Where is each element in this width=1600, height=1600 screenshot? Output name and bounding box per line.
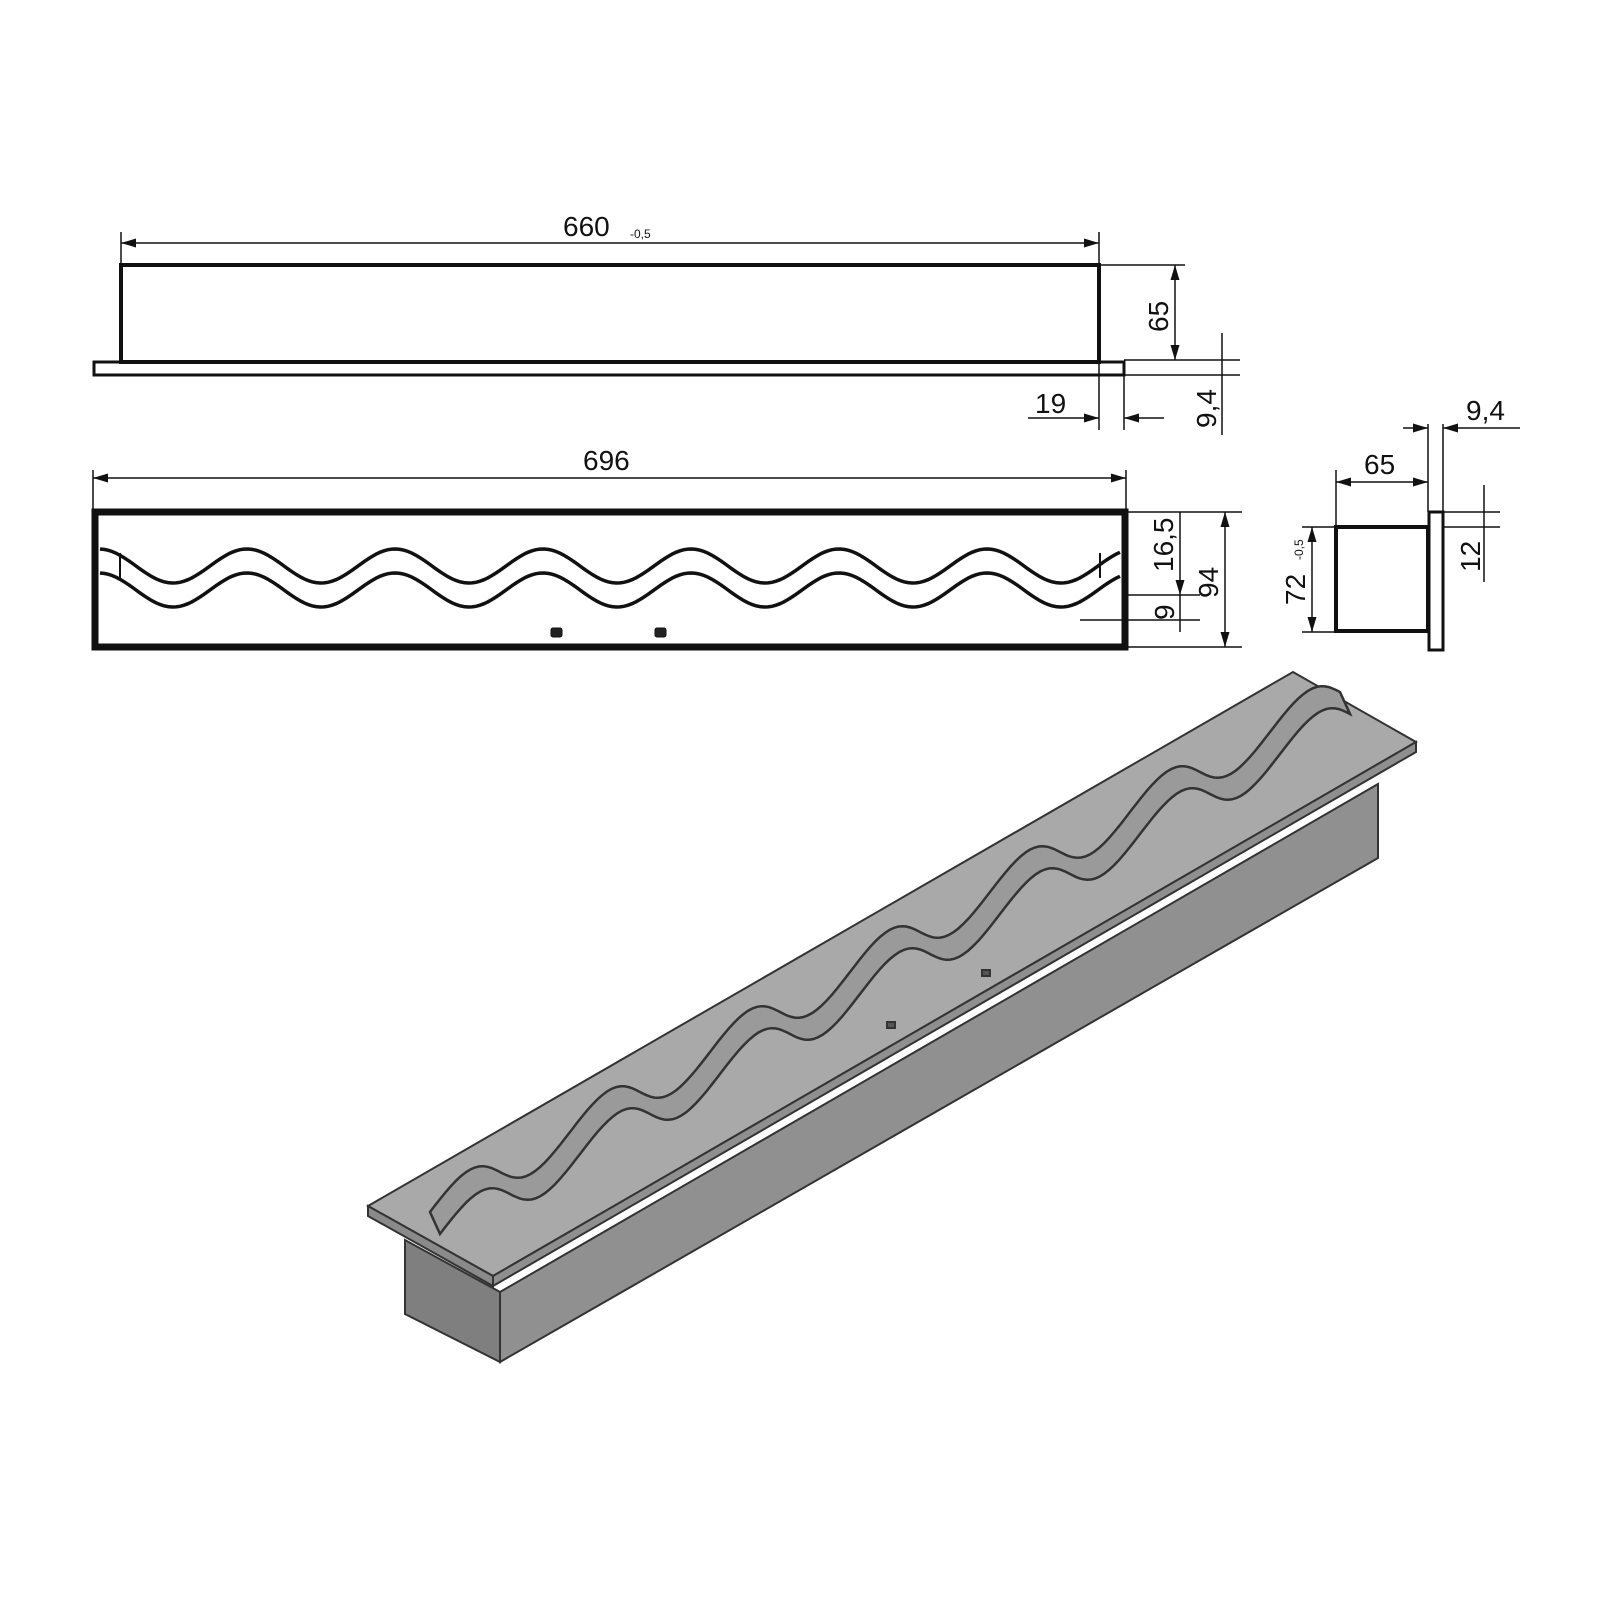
iso-burner-slot: [428, 684, 1353, 1237]
step-label: 12: [1455, 541, 1486, 572]
top-view: [91, 470, 1242, 651]
side-plate: [1427, 510, 1445, 652]
front-view: [92, 232, 1240, 435]
slot-wave-upper: [99, 547, 1121, 585]
side-view: [1302, 423, 1520, 652]
slot-wave-lower: [99, 571, 1121, 609]
side-height-tolerance: -0,5: [1292, 539, 1306, 560]
side-body: [1334, 525, 1430, 633]
length-label: 696: [583, 445, 630, 476]
isometric-view: [365, 670, 1419, 1364]
side-depth-label: 65: [1364, 449, 1395, 480]
flange-label: 19: [1035, 388, 1066, 419]
side-thickness-label: 9,4: [1466, 395, 1505, 426]
top-width-label: 94: [1193, 567, 1224, 598]
plate-thickness-label: 9,4: [1191, 389, 1222, 428]
width-label: 660: [563, 211, 610, 242]
top-outline: [91, 508, 1129, 651]
width-tolerance: -0,5: [630, 227, 651, 241]
height-label: 65: [1143, 301, 1174, 332]
iso-mount-hole: [886, 1021, 896, 1029]
iso-long-face: [499, 782, 1379, 1364]
iso-mount-hole: [981, 969, 991, 977]
mount-hole: [550, 627, 563, 638]
side-height-label: 72: [1280, 574, 1311, 605]
front-body: [119, 263, 1101, 364]
mount-hole: [654, 627, 667, 638]
offset-label: 16,5: [1148, 518, 1179, 573]
slot-label: 9: [1149, 604, 1180, 620]
front-plate: [92, 360, 1126, 377]
